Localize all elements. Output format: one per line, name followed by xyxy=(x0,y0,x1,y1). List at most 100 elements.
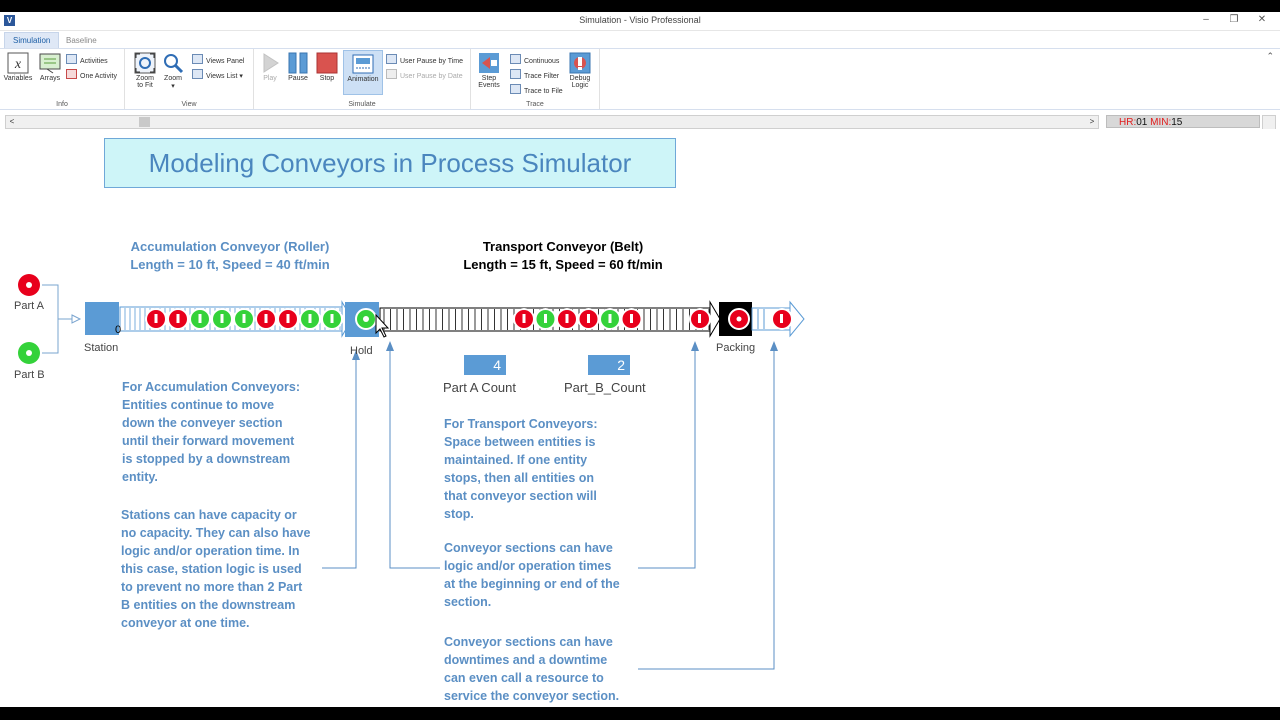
animation-icon xyxy=(352,53,374,75)
stop-button[interactable]: Stop xyxy=(312,52,342,82)
callout-arrow-icon xyxy=(691,341,699,351)
entity-mark xyxy=(308,314,312,323)
accumulation-entities xyxy=(145,308,343,330)
zoom-button[interactable]: Zoom ▾ xyxy=(158,52,188,90)
views-panel-icon xyxy=(192,54,203,64)
continuous-icon xyxy=(510,54,521,64)
variables-icon: x xyxy=(7,52,29,74)
views-list-button[interactable]: Views List ▾ xyxy=(192,69,243,80)
accumulation-conveyor[interactable] xyxy=(119,300,353,338)
clock-scrollbar[interactable] xyxy=(1262,115,1276,130)
exit-conveyor[interactable] xyxy=(751,300,805,338)
packing-entity-center xyxy=(736,316,742,322)
scroll-left-icon[interactable]: < xyxy=(9,117,15,126)
part-a-route xyxy=(42,284,72,320)
user-pause-by-time-button[interactable]: User Pause by Time xyxy=(386,54,463,65)
simulate-group-label: Simulate xyxy=(348,101,376,108)
simulation-clock: HR:01 MIN:15 xyxy=(1106,115,1260,128)
arrival-arrow-icon xyxy=(71,314,82,324)
animation-button[interactable]: Animation xyxy=(343,50,383,95)
zoom-to-fit-button[interactable]: Zoom to Fit xyxy=(130,52,160,89)
trace-group: Step Events Continuous Trace Filter Trac… xyxy=(471,49,600,109)
user-pause-time-icon xyxy=(386,54,397,64)
entity-mark xyxy=(198,314,202,323)
transport-conveyor-title: Transport Conveyor (Belt) Length = 15 ft… xyxy=(463,239,663,272)
activities-icon xyxy=(66,54,77,64)
callout-arrow-icon xyxy=(386,341,394,351)
section-end-callout xyxy=(638,345,696,569)
collapse-ribbon-icon[interactable]: ⌃ xyxy=(1266,51,1274,61)
transport-end-entity-mark xyxy=(698,314,701,323)
variables-button[interactable]: x Variables xyxy=(3,52,33,82)
arrays-button[interactable]: Arrays xyxy=(35,52,65,82)
entity-mark xyxy=(330,314,334,323)
hold-entity-center xyxy=(363,316,369,322)
diagram-title: Modeling Conveyors in Process Simulator xyxy=(104,138,676,188)
trace-group-label: Trace xyxy=(526,101,544,108)
part-b-label: Part B xyxy=(14,369,45,381)
step-events-icon xyxy=(478,52,500,74)
trace-filter-button[interactable]: Trace Filter xyxy=(510,69,559,80)
stop-icon xyxy=(316,52,338,74)
ribbon: x Variables Arrays Activities One Activi… xyxy=(0,48,1280,110)
entity-mark xyxy=(220,314,224,323)
activities-button[interactable]: Activities xyxy=(66,54,108,65)
continuous-button[interactable]: Continuous xyxy=(510,54,559,65)
view-group: Zoom to Fit Zoom ▾ Views Panel Views Lis… xyxy=(125,49,254,109)
pause-icon xyxy=(287,52,309,74)
transport-conveyor[interactable] xyxy=(379,300,721,338)
tab-baseline[interactable]: Baseline xyxy=(66,36,97,45)
scroll-right-icon[interactable]: > xyxy=(1089,117,1095,126)
pause-button[interactable]: Pause xyxy=(283,52,313,82)
transport-entities xyxy=(513,308,643,330)
trace-to-file-icon xyxy=(510,84,521,94)
entity-mark xyxy=(242,314,246,323)
drawing-canvas: Modeling Conveyors in Process Simulator … xyxy=(0,129,1280,707)
views-list-icon xyxy=(192,69,203,79)
one-activity-button[interactable]: One Activity xyxy=(66,69,117,80)
play-icon xyxy=(259,52,281,74)
entity-mark xyxy=(176,314,180,323)
part-a-label: Part A xyxy=(14,300,44,312)
play-button[interactable]: Play xyxy=(255,52,285,82)
entity-mark xyxy=(522,314,526,323)
tab-simulation[interactable]: Simulation xyxy=(4,32,60,48)
station-block[interactable] xyxy=(85,302,119,335)
horizontal-scrollbar[interactable]: < > xyxy=(5,115,1099,129)
restore-icon[interactable]: ❐ xyxy=(1229,14,1239,25)
close-icon[interactable]: ✕ xyxy=(1257,14,1267,25)
part-b-route xyxy=(42,319,59,354)
accumulation-note: For Accumulation Conveyors: Entities con… xyxy=(122,380,301,484)
stations-note: Stations can have capacity or no capacit… xyxy=(121,508,311,630)
zoom-to-fit-icon xyxy=(134,52,156,74)
info-group: x Variables Arrays Activities One Activi… xyxy=(0,49,125,109)
sections-note: Conveyor sections can have logic and/or … xyxy=(444,541,620,609)
minimize-icon[interactable]: – xyxy=(1203,14,1209,25)
section-start-callout xyxy=(389,345,440,569)
trace-to-file-button[interactable]: Trace to File xyxy=(510,84,563,95)
debug-logic-button[interactable]: Debug Logic xyxy=(565,52,595,89)
part-a-icon-center xyxy=(26,282,32,288)
ribbon-tabs: Simulation Baseline xyxy=(0,31,1280,48)
part-b-icon-center xyxy=(26,350,32,356)
chevron-down-icon: ▾ xyxy=(171,83,175,90)
part-a-count-label: Part A Count xyxy=(443,380,516,395)
scroll-thumb[interactable] xyxy=(139,117,150,127)
chevron-down-icon: ▾ xyxy=(239,73,243,80)
hold-label: Hold xyxy=(350,345,373,357)
entity-mark xyxy=(565,314,569,323)
visio-window: V Simulation - Visio Professional – ❐ ✕ … xyxy=(0,12,1280,707)
part-b-count-value: 2 xyxy=(588,355,630,375)
debug-logic-icon xyxy=(569,52,591,74)
entity-mark xyxy=(608,314,612,323)
step-events-button[interactable]: Step Events xyxy=(474,52,504,89)
simulate-group: Play Pause Stop Animation User Pause by … xyxy=(254,49,471,109)
part-a-count-value: 4 xyxy=(464,355,506,375)
station-logic-callout xyxy=(322,354,357,569)
transport-arrow-icon xyxy=(709,300,721,338)
view-group-label: View xyxy=(181,101,197,108)
views-panel-button[interactable]: Views Panel xyxy=(192,54,244,65)
callout-arrow-icon xyxy=(352,350,360,360)
user-pause-by-date-button[interactable]: User Pause by Date xyxy=(386,69,463,80)
entity-mark xyxy=(286,314,290,323)
